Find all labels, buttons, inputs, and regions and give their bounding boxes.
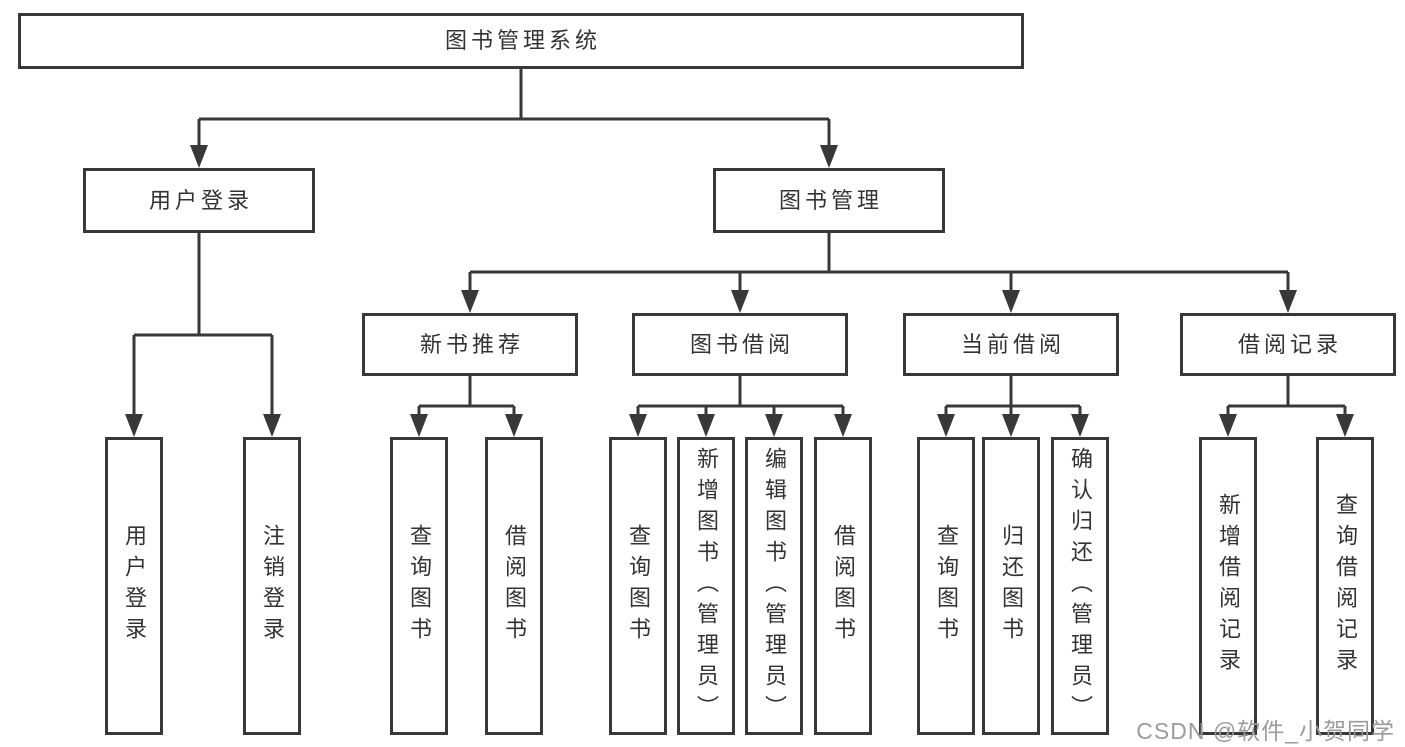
arrowhead-icons bbox=[125, 145, 1354, 437]
arrow-down-icon bbox=[1279, 290, 1297, 313]
arrow-down-icon bbox=[263, 414, 281, 437]
arrow-down-icon bbox=[731, 290, 749, 313]
arrow-down-icon bbox=[1219, 414, 1237, 437]
node-book-borrowing: 图书借阅 bbox=[632, 313, 848, 376]
arrow-down-icon bbox=[1002, 414, 1020, 437]
leaf-edit-books-admin: 编辑图书（管理员） bbox=[745, 437, 803, 735]
arrow-down-icon bbox=[461, 290, 479, 313]
leaf-query-borrow-record: 查询借阅记录 bbox=[1316, 437, 1374, 735]
leaf-label: 查询图书 bbox=[407, 524, 432, 648]
leaf-label: 确认归还（管理员） bbox=[1068, 446, 1093, 726]
node-label: 图书管理 bbox=[778, 187, 883, 213]
leaf-confirm-return-admin: 确认归还（管理员） bbox=[1051, 437, 1109, 735]
arrow-down-icon bbox=[820, 145, 838, 168]
arrow-down-icon bbox=[410, 414, 428, 437]
arrow-down-icon bbox=[1071, 414, 1089, 437]
node-user-login: 用户登录 bbox=[83, 168, 315, 233]
arrow-down-icon bbox=[1336, 414, 1354, 437]
leaf-borrow-books: 借阅图书 bbox=[814, 437, 872, 735]
arrow-down-icon bbox=[125, 414, 143, 437]
leaf-label: 归还图书 bbox=[999, 524, 1024, 648]
node-label: 当前借阅 bbox=[960, 331, 1065, 357]
node-library-management-system: 图书管理系统 bbox=[18, 13, 1024, 69]
arrow-down-icon bbox=[937, 414, 955, 437]
connector-lines bbox=[132, 69, 1347, 414]
node-label: 新书推荐 bbox=[419, 331, 524, 357]
arrow-down-icon bbox=[765, 414, 783, 437]
leaf-query-books-borrowing: 查询图书 bbox=[609, 437, 667, 735]
arrow-down-icon bbox=[1002, 290, 1020, 313]
leaf-label: 注销登录 bbox=[260, 524, 285, 648]
leaf-query-books-current: 查询图书 bbox=[917, 437, 975, 735]
leaf-label: 查询图书 bbox=[626, 524, 651, 648]
leaf-label: 查询图书 bbox=[934, 524, 959, 648]
node-borrowing-records: 借阅记录 bbox=[1180, 313, 1396, 376]
node-label: 图书管理系统 bbox=[444, 28, 601, 53]
node-new-book-recommendation: 新书推荐 bbox=[362, 313, 578, 376]
leaf-borrow-books-recommend: 借阅图书 bbox=[485, 437, 543, 735]
leaf-query-books-recommend: 查询图书 bbox=[390, 437, 448, 735]
leaf-label: 借阅图书 bbox=[831, 524, 856, 648]
leaf-label: 新增图书（管理员） bbox=[694, 446, 719, 726]
node-label: 用户登录 bbox=[148, 187, 253, 213]
arrow-down-icon bbox=[505, 414, 523, 437]
arrow-down-icon bbox=[834, 414, 852, 437]
leaf-user-login: 用户登录 bbox=[105, 437, 163, 735]
leaf-label: 借阅图书 bbox=[502, 524, 527, 648]
csdn-watermark: CSDN @软件_小贺同学 bbox=[1136, 718, 1395, 744]
node-book-management: 图书管理 bbox=[713, 168, 945, 233]
arrow-down-icon bbox=[697, 414, 715, 437]
leaf-return-books: 归还图书 bbox=[982, 437, 1040, 735]
node-label: 借阅记录 bbox=[1237, 331, 1342, 357]
node-current-borrowing: 当前借阅 bbox=[903, 313, 1119, 376]
leaf-add-borrow-record: 新增借阅记录 bbox=[1199, 437, 1257, 735]
leaf-label: 用户登录 bbox=[122, 524, 147, 648]
arrow-down-icon bbox=[190, 145, 208, 168]
leaf-label: 编辑图书（管理员） bbox=[762, 446, 787, 726]
leaf-label: 查询借阅记录 bbox=[1333, 493, 1358, 679]
leaf-label: 新增借阅记录 bbox=[1216, 493, 1241, 679]
node-label: 图书借阅 bbox=[689, 331, 794, 357]
leaf-add-books-admin: 新增图书（管理员） bbox=[677, 437, 735, 735]
leaf-logout: 注销登录 bbox=[243, 437, 301, 735]
arrow-down-icon bbox=[629, 414, 647, 437]
